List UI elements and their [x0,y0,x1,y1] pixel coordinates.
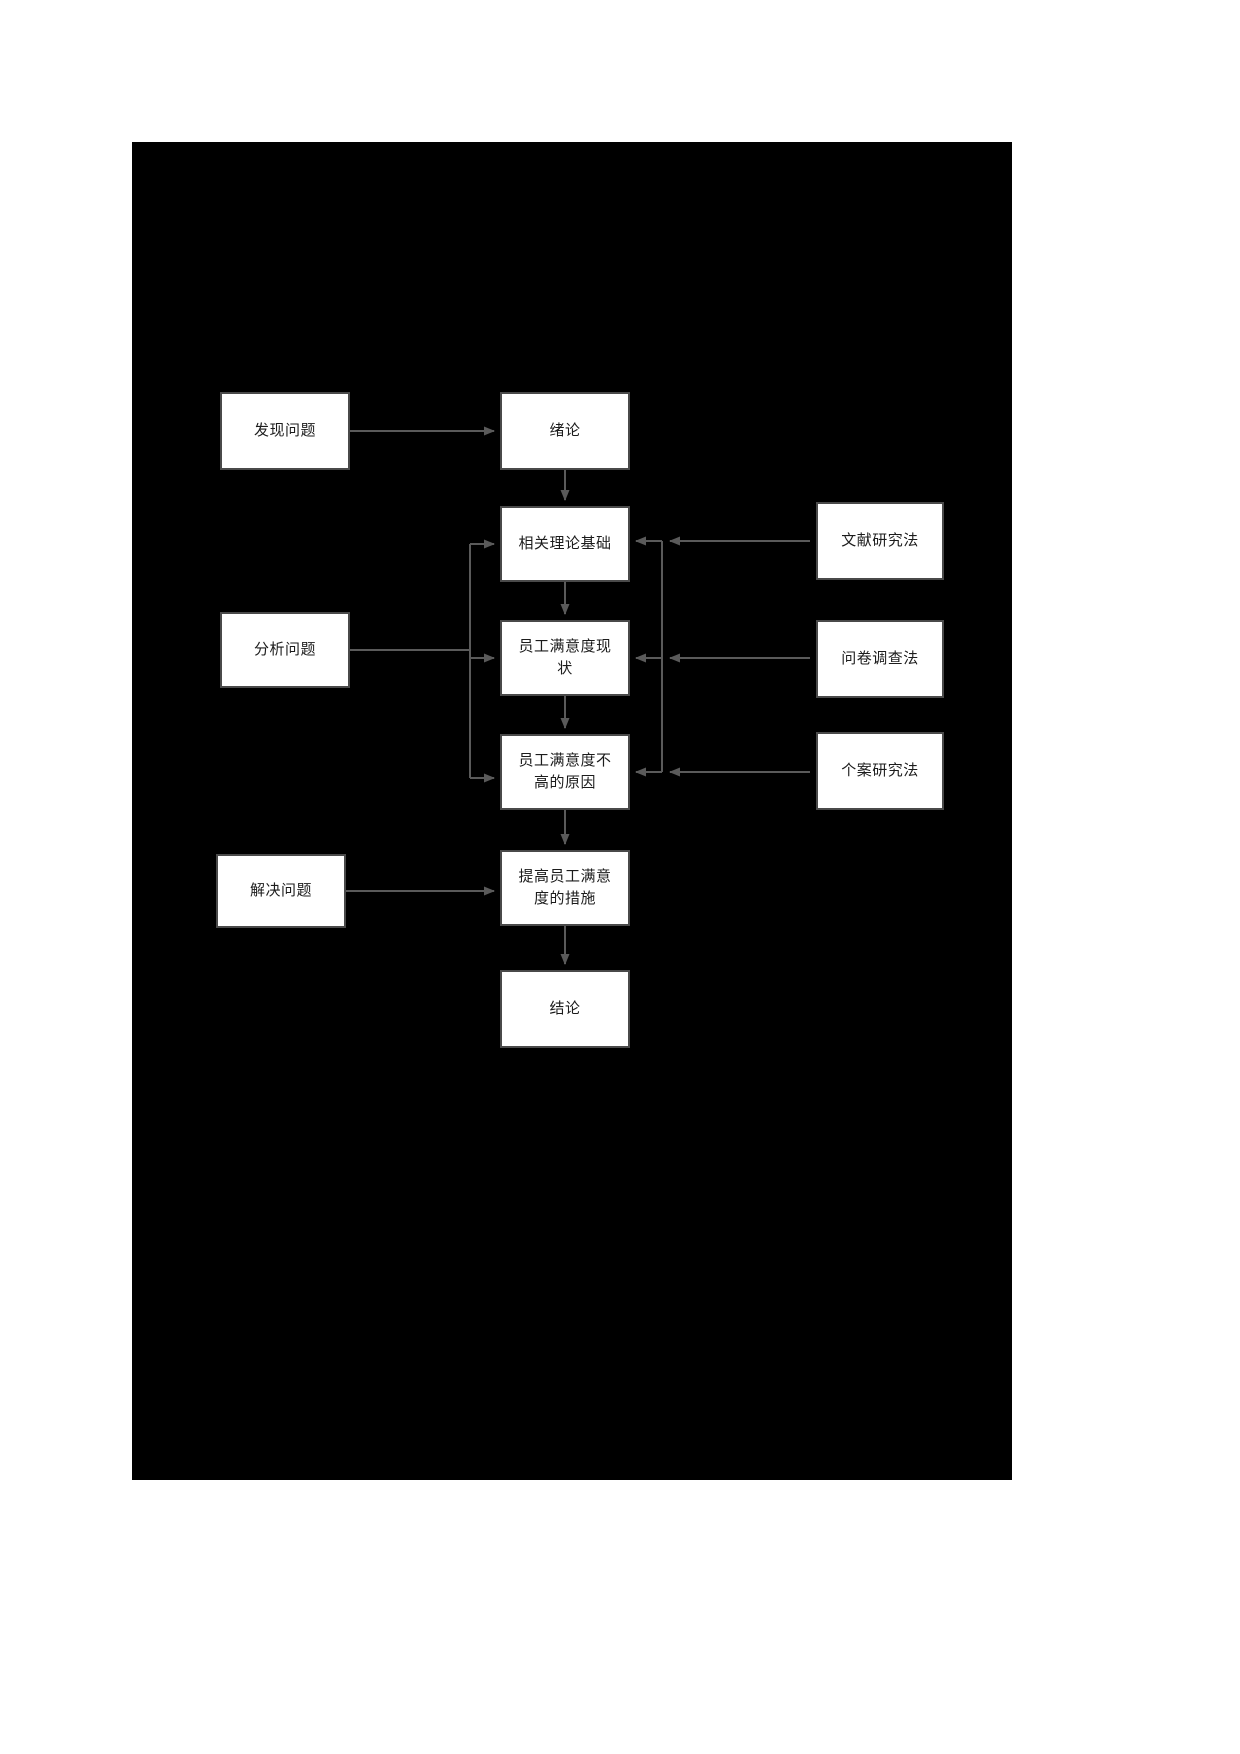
node-label: 员工满意度不 高的原因 [518,751,612,791]
node-label: 文献研究法 [841,531,919,550]
node-discover-problem[interactable]: 发现问题 [220,392,350,470]
node-satisfaction-status[interactable]: 员工满意度现 状 [500,620,630,696]
diagram-canvas: 发现问题 绪论 相关理论基础 分析问题 员工满意度现 状 员工满意度不 高的原因… [132,142,1012,1480]
node-solve-problem[interactable]: 解决问题 [216,854,346,928]
node-case-study-method[interactable]: 个案研究法 [816,732,944,810]
node-introduction[interactable]: 绪论 [500,392,630,470]
node-label: 分析问题 [253,640,316,659]
node-label: 发现问题 [253,421,316,440]
node-theoretical-basis[interactable]: 相关理论基础 [500,506,630,582]
node-low-satisfaction-reasons[interactable]: 员工满意度不 高的原因 [500,734,630,810]
node-label: 问卷调查法 [841,649,919,668]
node-label: 解决问题 [249,881,312,900]
node-conclusion[interactable]: 结论 [500,970,630,1048]
node-label: 员工满意度现 状 [518,637,612,677]
node-analyze-problem[interactable]: 分析问题 [220,612,350,688]
connector-layer [346,426,810,965]
node-label: 绪论 [549,421,581,440]
node-label: 结论 [549,999,581,1018]
node-improvement-measures[interactable]: 提高员工满意 度的措施 [500,850,630,926]
node-literature-research-method[interactable]: 文献研究法 [816,502,944,580]
node-questionnaire-survey-method[interactable]: 问卷调查法 [816,620,944,698]
node-label: 相关理论基础 [518,534,612,553]
flowchart: 发现问题 绪论 相关理论基础 分析问题 员工满意度现 状 员工满意度不 高的原因… [132,142,1012,1480]
node-label: 提高员工满意 度的措施 [518,867,612,907]
node-label: 个案研究法 [841,761,919,780]
